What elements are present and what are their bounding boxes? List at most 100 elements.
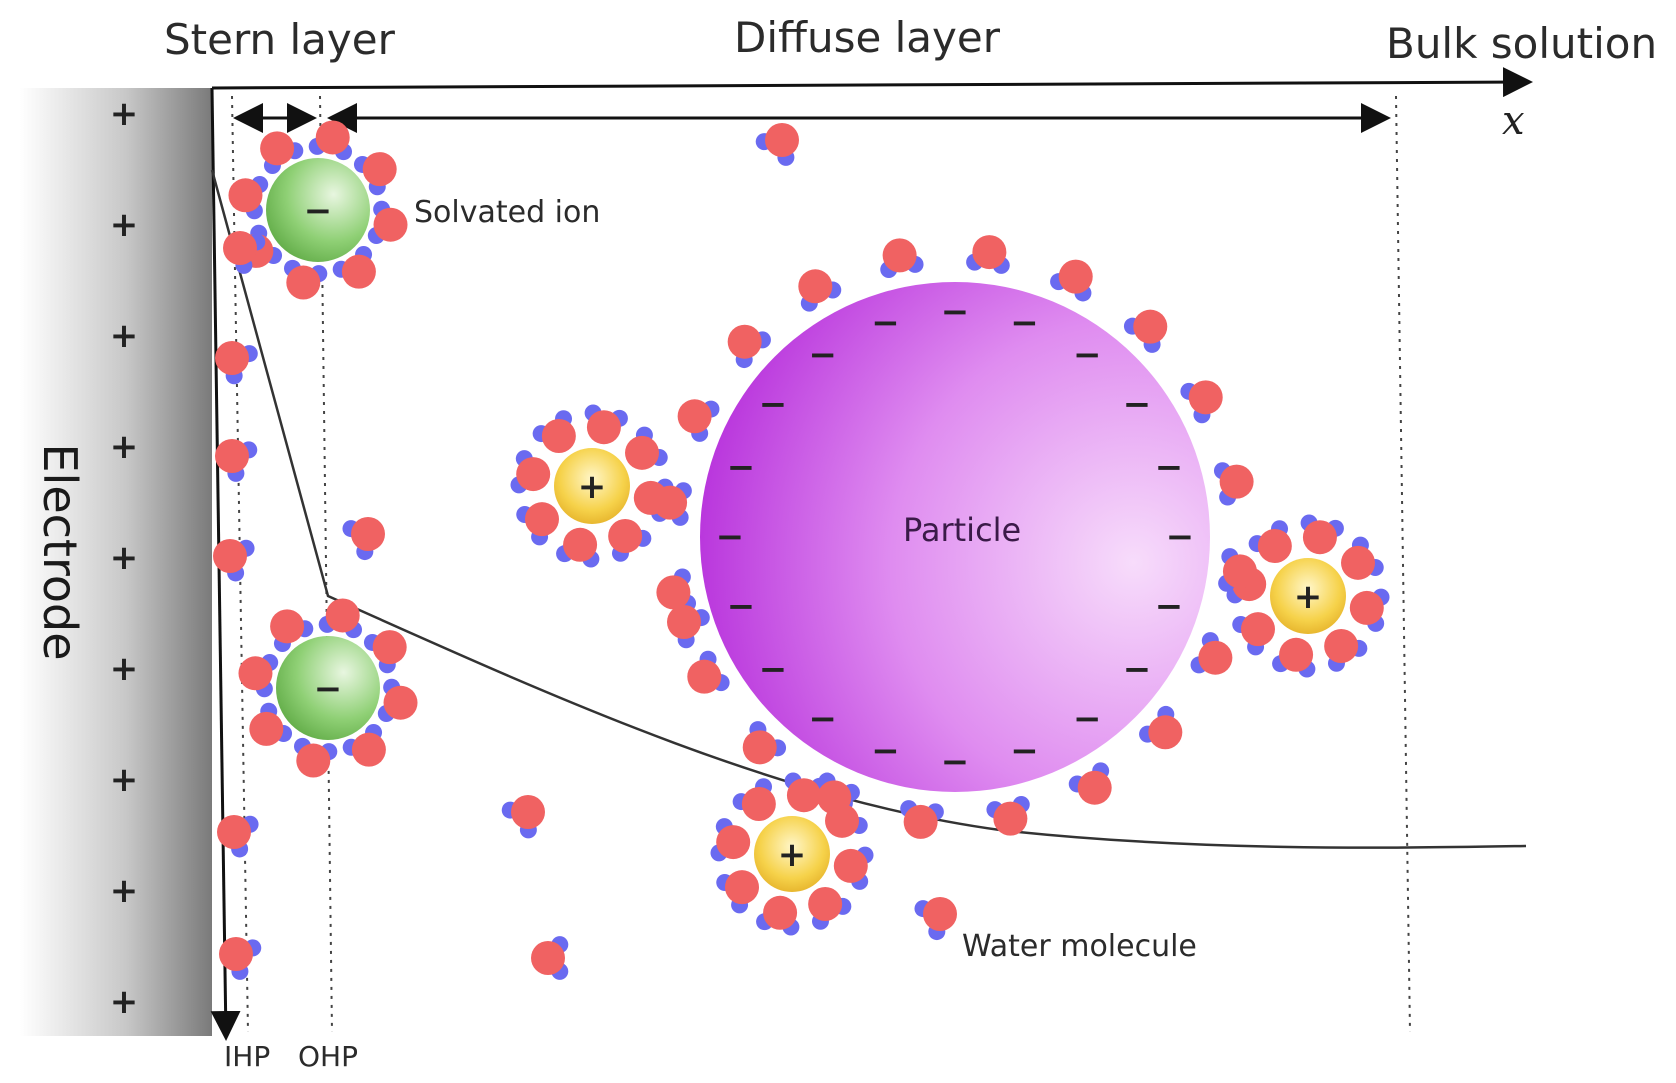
cation-core [554, 448, 630, 524]
shell-water-molecule [1349, 588, 1390, 632]
shell-water-molecule [270, 609, 314, 653]
oxygen-atom [903, 804, 938, 839]
shell-water-molecule [283, 259, 328, 300]
oxygen-atom [296, 743, 331, 778]
cation-charge: + [778, 835, 807, 875]
particle: −−−−−−−−−−−−−−−−−−−− [700, 282, 1210, 792]
oxygen-atom [808, 887, 843, 922]
oxygen-atom [1349, 590, 1384, 625]
oxygen-atom [531, 941, 565, 975]
oxygen-atom [516, 457, 551, 492]
shell-water-molecule [532, 410, 576, 453]
oxygen-atom [1148, 715, 1183, 750]
oxygen-atom [541, 418, 576, 453]
oxygen-atom [1257, 528, 1292, 563]
oxygen-atom [286, 265, 321, 300]
particle-surface-charge: − [1073, 699, 1102, 739]
shell-water-molecule [756, 895, 800, 936]
oxygen-atom [1324, 629, 1359, 664]
particle-surface-water [798, 269, 842, 312]
oxygen-atom [373, 207, 408, 242]
shell-water-molecule [293, 737, 338, 778]
oxygen-atom [315, 120, 350, 155]
particle-surface-charge: − [759, 649, 788, 689]
oxygen-atom [798, 269, 833, 304]
oxygen-atom [1077, 770, 1112, 805]
oxygen-atom [817, 780, 852, 815]
oxygen-atom [372, 630, 407, 665]
water-molecule [213, 539, 255, 582]
shell-water-molecule [556, 527, 600, 568]
particle-surface-charge: − [808, 699, 837, 739]
solvated-ion-label: Solvated ion [414, 195, 600, 230]
oxygen-atom [972, 235, 1007, 270]
shell-water-molecule [608, 519, 652, 562]
particle-surface-water [817, 772, 860, 815]
shell-water-molecule [318, 598, 363, 639]
anion-charge: − [314, 669, 343, 709]
oxygen-atom [341, 254, 376, 289]
oxygen-atom [260, 131, 295, 166]
x-axis [211, 67, 1533, 98]
ohp-label: OHP [298, 1040, 358, 1073]
particle-surface-water [966, 235, 1010, 274]
oxygen-atom [677, 399, 712, 434]
particle-surface-charge: − [941, 742, 970, 782]
shell-water-molecule [716, 870, 759, 914]
particle-surface-water [1123, 309, 1168, 353]
electrode-plus-sign: + [110, 427, 139, 467]
potential-curve [210, 169, 1527, 849]
particle-surface-charge: − [871, 303, 900, 343]
water-molecule [223, 231, 266, 274]
particle-surface-water [677, 399, 720, 442]
water-molecule [219, 937, 262, 980]
particle-surface-charge: − [759, 385, 788, 425]
shell-water-molecule [1272, 637, 1316, 678]
particle-surface-charge: − [1155, 447, 1184, 487]
particle-surface-water [653, 482, 692, 526]
particle-surface-charge: − [1166, 517, 1195, 557]
axis-x-label: x [1502, 98, 1525, 144]
anion-charge: − [304, 191, 333, 231]
shell-water-molecule [710, 818, 751, 862]
shell-water-molecule [363, 630, 407, 674]
shell-water-molecule [260, 131, 304, 175]
oxygen-atom [763, 895, 798, 930]
electrode-plus-sign: + [110, 982, 139, 1022]
water-molecule [217, 815, 259, 858]
oxygen-atom [742, 730, 777, 765]
shell-water-molecule [377, 678, 418, 723]
particle-surface-charge: − [727, 587, 756, 627]
oxygen-atom [270, 609, 305, 644]
shell-water-molecule [228, 175, 269, 220]
shell-water-molecule [353, 152, 397, 196]
oxygen-atom [727, 324, 762, 359]
cation-charge: + [578, 467, 607, 507]
electrode-plus-sign: + [110, 205, 139, 245]
oxygen-atom [667, 605, 701, 639]
bulk-solution-label: Bulk solution [1386, 19, 1657, 68]
oxygen-atom [1133, 309, 1168, 344]
particle-label: Particle [903, 511, 1021, 549]
electrode-plus-sign: + [110, 94, 139, 134]
shell-water-molecule [584, 404, 628, 445]
particle-surface-charge: − [1010, 731, 1039, 771]
oxygen-atom [249, 711, 284, 746]
oxygen-atom [217, 815, 251, 849]
cation-charge: + [1294, 577, 1323, 617]
particle-surface-water [1068, 762, 1112, 805]
water-molecule [755, 123, 799, 166]
particle-surface-water [687, 650, 730, 694]
water-molecule [215, 341, 258, 385]
anion-core [276, 636, 380, 740]
oxygen-atom [833, 848, 868, 883]
particle-surface-water [742, 721, 787, 765]
oxygen-atom [351, 517, 385, 551]
electrode-plus-sign: + [110, 760, 139, 800]
oxygen-atom [563, 527, 598, 562]
oxygen-atom [765, 123, 799, 157]
particle-surface-water [1213, 462, 1254, 506]
oxygen-atom [586, 410, 621, 445]
particle-body [700, 282, 1210, 792]
